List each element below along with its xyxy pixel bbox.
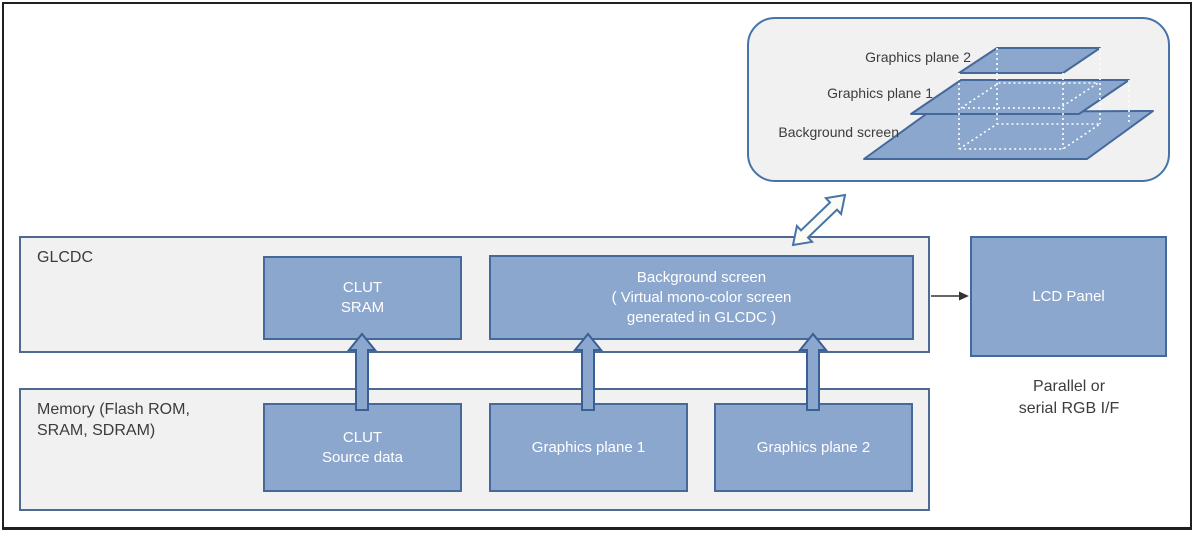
projection-outline-on-plane1 [958,82,1101,109]
plane1-label: Graphics plane 1 [827,85,933,101]
lcd-panel-label: LCD Panel [1032,287,1105,305]
graphics-plane-2-plane [958,47,1101,74]
background-screen-plane [863,110,1154,160]
glcdc-title: GLCDC [37,249,94,266]
clut-source-data-box: CLUT Source data [263,403,462,492]
graphics-plane-1-label: Graphics plane 1 [531,438,646,456]
planes-illustration-panel: Graphics plane 2 Graphics plane 1 Backgr… [747,17,1170,182]
background-screen-label: Background screen [778,124,899,140]
rgb-interface-label: Parallel or serial RGB I/F [1018,378,1120,417]
graphics-plane-2-label: Graphics plane 2 [756,438,871,456]
graphics-plane-1-plane [910,79,1130,115]
clut-sram-box: CLUT SRAM [263,256,462,340]
clut-sram-label: CLUT SRAM [340,279,385,316]
clut-source-data-label: CLUT Source data [322,428,403,466]
memory-title: Memory (Flash ROM, SRAM, SDRAM) [37,401,190,439]
graphics-plane-2-box: Graphics plane 2 [714,403,913,492]
lcd-panel-box: LCD Panel [970,236,1167,357]
background-screen-box-label: Background screen ( Virtual mono-color s… [611,268,792,326]
projection-outline-on-background [956,123,1103,150]
plane2-label: Graphics plane 2 [865,49,971,65]
graphics-plane-1-box: Graphics plane 1 [489,403,688,492]
background-screen-box: Background screen ( Virtual mono-color s… [489,255,914,340]
planes-illustration: Graphics plane 2 Graphics plane 1 Backgr… [778,47,1154,160]
